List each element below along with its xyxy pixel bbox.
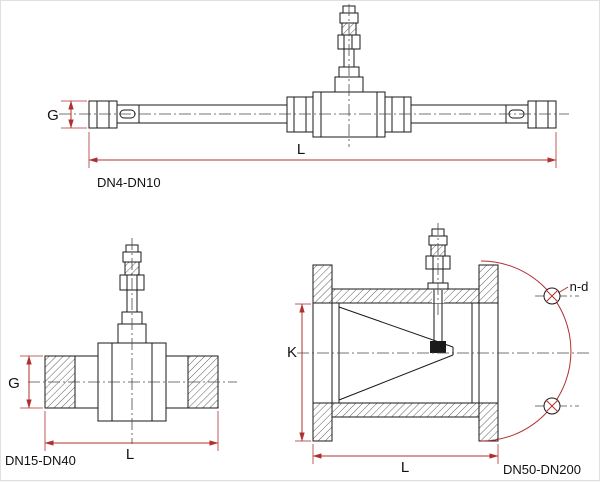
figure-dn50-dn200: n-d K L DN50-DN200	[287, 223, 591, 477]
dimension-l: L	[312, 444, 499, 476]
bolt-circle: n-d	[480, 260, 589, 442]
centerlines	[59, 4, 569, 147]
turbine-hub	[430, 341, 446, 353]
dimension-g: G	[47, 100, 87, 129]
dim-label-g: G	[8, 375, 20, 392]
figure-caption: DN4-DN10	[97, 175, 161, 190]
dim-label-k: K	[287, 344, 297, 361]
centerlines	[28, 238, 237, 444]
dim-label-g: G	[47, 107, 59, 124]
figure-caption: DN50-DN200	[503, 462, 581, 477]
dimension-l: L	[88, 132, 557, 168]
dimension-g: G	[8, 355, 43, 409]
figure-caption: DN15-DN40	[5, 453, 76, 468]
meter-body	[88, 91, 557, 138]
dimension-k: K	[287, 303, 311, 442]
bolt-note: n-d	[570, 279, 589, 294]
dimension-l: L	[44, 411, 219, 463]
dim-label-l: L	[126, 446, 134, 463]
meter-body	[312, 264, 499, 442]
dim-label-l: L	[401, 459, 409, 476]
figure-dn15-dn40: G L DN15-DN40	[5, 238, 237, 468]
dim-label-l: L	[297, 141, 305, 158]
figure-dn4-dn10: G L DN4-DN10	[47, 4, 569, 190]
